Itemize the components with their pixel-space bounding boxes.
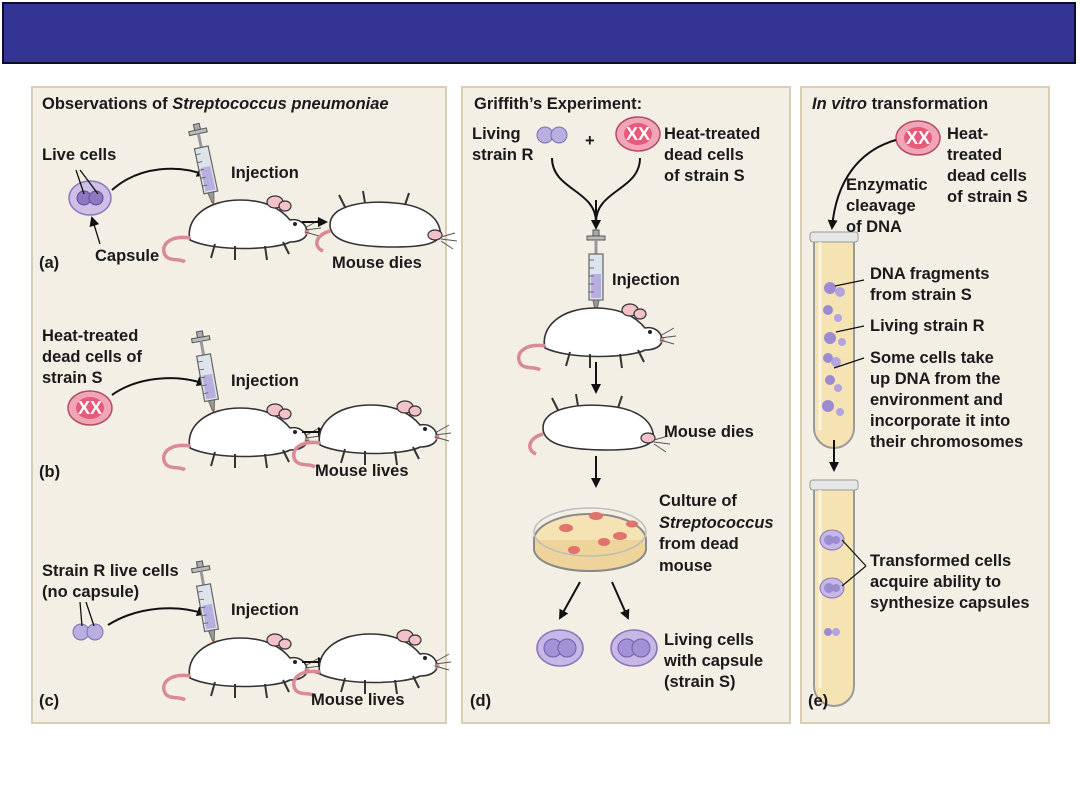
capsule-label: Capsule (95, 247, 160, 265)
result-label: Mouse dies (664, 423, 754, 441)
dead-cell-mark: XX (626, 124, 650, 144)
result-label: Mouse lives (315, 462, 409, 480)
culture-suffix: from dead mouse (659, 535, 739, 575)
panel-b-art (67, 329, 453, 472)
dead-cell-mark: XX (78, 398, 102, 418)
live-cells-label: Live cells (42, 146, 117, 164)
panel-letter: (a) (39, 254, 60, 272)
petri-dish-icon (533, 507, 647, 572)
injection-label: Injection (612, 271, 680, 289)
living-strain-r-label: Living strain R (472, 125, 534, 164)
heading-prefix: Observations of (42, 95, 173, 113)
strain-r-cell-icon (536, 126, 568, 144)
capsule-cell-icon (536, 629, 584, 667)
heat-treated-label: Heat-treated dead cells of strain S (42, 327, 142, 387)
panel-a-heading: Observations of Streptococcus pneumoniae (42, 94, 389, 115)
injection-label: Injection (231, 164, 299, 182)
transformed-label: Transformed cells acquire ability to syn… (870, 552, 1030, 612)
mouse-icon (161, 402, 323, 472)
panel-a-art (68, 121, 459, 264)
plus-sign: + (585, 132, 595, 150)
live-cell-icon (68, 180, 112, 216)
living-cells-label: Living cells with capsule (strain S) (664, 631, 764, 691)
mouse-icon (291, 399, 453, 469)
culture-prefix: Culture of (659, 492, 737, 510)
panel-e-heading: In vitro transformation (812, 94, 988, 115)
heading-rest: transformation (867, 95, 989, 113)
panel-d-art (516, 116, 678, 667)
injection-label: Injection (231, 601, 299, 619)
mouse-icon (516, 302, 678, 372)
panel-c-art (72, 559, 453, 702)
culture-label: Culture of Streptococcus from dead mouse (659, 491, 774, 577)
dna-fragments-label: DNA fragments from strain S (870, 265, 990, 304)
panel-griffith-experiment (461, 86, 791, 724)
living-strain-r-label: Living strain R (870, 317, 985, 335)
heading-italic: In vitro (812, 95, 868, 113)
test-tube-icon (809, 479, 859, 707)
panel-letter: (d) (470, 692, 492, 710)
culture-species: Streptococcus (659, 513, 774, 532)
enzymatic-label: Enzymatic cleavage of DNA (846, 176, 928, 236)
mouse-icon (161, 194, 323, 264)
heat-treated-label: Heat- treated dead cells of strain S (947, 125, 1028, 206)
panel-letter: (b) (39, 463, 61, 481)
panel-letter: (c) (39, 692, 60, 710)
title-bar (2, 2, 1076, 64)
some-cells-label: Some cells take up DNA from the environm… (870, 349, 1024, 451)
injection-label: Injection (231, 372, 299, 390)
heading-species: Streptococcus pneumoniae (172, 95, 389, 113)
result-label: Mouse dies (332, 254, 422, 272)
panel-d-heading: Griffith’s Experiment: (474, 95, 643, 113)
heat-treated-label: Heat-treated dead cells of strain S (664, 125, 761, 185)
test-tube-icon (809, 231, 859, 449)
panel-letter: (e) (808, 692, 829, 710)
strain-r-label: Strain R live cells (no capsule) (42, 562, 179, 601)
dead-cell-mark: XX (906, 128, 930, 148)
capsule-cell-icon (610, 629, 658, 667)
strain-r-cell-icon (72, 623, 104, 641)
dead-mouse-icon (528, 392, 672, 456)
panel-e-art (809, 120, 941, 707)
result-label: Mouse lives (311, 691, 405, 709)
dead-mouse-icon (315, 189, 459, 253)
